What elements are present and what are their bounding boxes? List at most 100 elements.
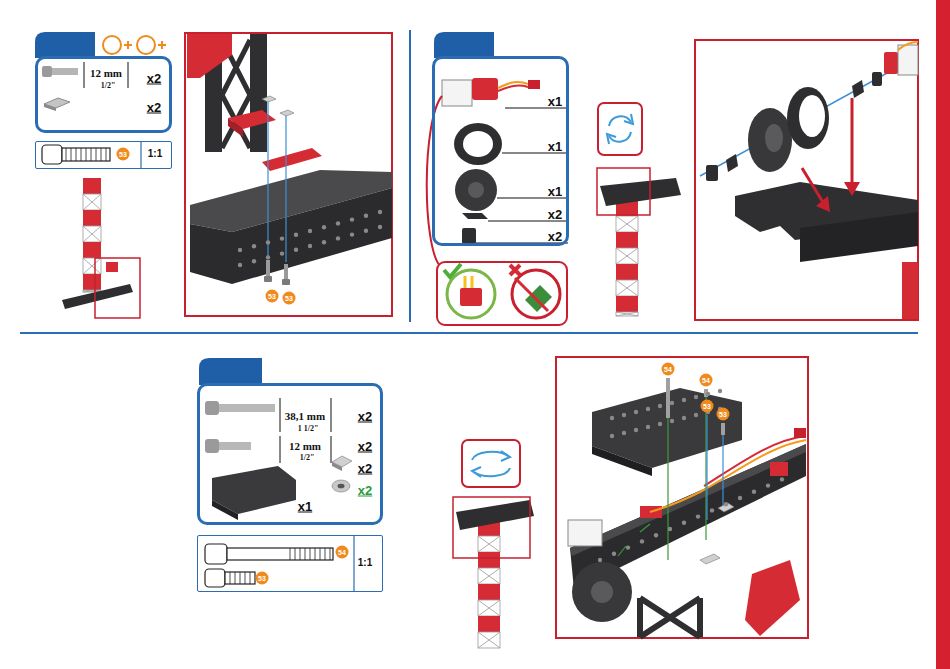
model-thumbnail [62, 284, 133, 309]
beam-holes [308, 244, 312, 248]
beam-holes [350, 217, 354, 221]
part-icons [502, 153, 568, 154]
assembly-detail [794, 428, 806, 438]
part-icons [205, 401, 219, 415]
model-thumbnail [106, 262, 118, 272]
quantity: x1 [548, 95, 562, 108]
assembly-detail [282, 279, 290, 285]
assembly-detail [898, 45, 918, 75]
assembly-detail [726, 154, 738, 172]
part-icons [230, 572, 250, 584]
scale-ratio: 1:1 [148, 149, 162, 159]
assembly-detail [704, 436, 806, 486]
model-thumbnail [616, 312, 638, 316]
beam-holes [640, 539, 644, 543]
rotate-icon [624, 114, 633, 124]
part-icons [140, 142, 141, 168]
assembly-detail [872, 72, 882, 86]
rotate-icon [501, 451, 510, 461]
beam-holes [622, 413, 626, 417]
scale-box: 54531:1 [197, 535, 383, 592]
model-thumbnail [616, 312, 638, 316]
model-thumbnail [83, 194, 101, 210]
part-icons [212, 500, 238, 520]
helper-symbols [158, 41, 166, 49]
part-icons [468, 182, 484, 198]
beam-holes [238, 263, 242, 267]
model-thumbnail [453, 497, 534, 648]
model-thumbnail [616, 296, 638, 312]
model-thumbnail [478, 632, 500, 648]
connector-check [437, 262, 567, 325]
model-thumbnail [597, 168, 681, 316]
model-thumbnail [95, 258, 140, 318]
assembly-detail [816, 196, 830, 212]
part-icons [42, 145, 62, 164]
assembly-detail [721, 423, 725, 435]
rotate-icon [607, 134, 616, 144]
assembly-detail [844, 182, 860, 196]
beam-holes [280, 236, 284, 240]
beam-holes [634, 410, 638, 414]
quantity: x2 [358, 484, 372, 497]
callout-number: 53 [701, 400, 714, 413]
assembly-detail [902, 262, 918, 319]
part-icons [463, 131, 493, 157]
model-thumbnail [83, 178, 101, 194]
beam-holes [280, 251, 284, 255]
rotate-icon [598, 103, 642, 155]
part-icons [205, 439, 219, 453]
callout-number: 53 [266, 290, 279, 303]
helper-symbols [137, 36, 155, 54]
quantity: x2 [358, 410, 372, 423]
assembly-detail [262, 148, 322, 171]
part-icons [280, 398, 331, 463]
callout-number: 54 [662, 363, 675, 376]
model-thumbnail [453, 497, 530, 558]
model-thumbnail [616, 216, 638, 232]
callout-number: 54 [336, 546, 349, 559]
model-thumbnail [83, 210, 101, 226]
model-thumbnail [616, 200, 638, 316]
model-thumbnail [600, 178, 681, 206]
model-thumbnail [616, 248, 638, 264]
model-thumbnail [478, 616, 500, 632]
connector-check [460, 288, 482, 306]
model-thumbnail [83, 258, 101, 274]
connector-check [525, 285, 552, 312]
quantity: x2 [147, 101, 161, 114]
rotate-icon [462, 440, 520, 487]
part-icons [338, 484, 345, 489]
part-icons [455, 169, 497, 211]
beam-holes [694, 395, 698, 399]
helper-symbols [103, 36, 166, 54]
page-frame [936, 0, 950, 669]
beam-holes [766, 483, 770, 487]
assembly-detail [568, 520, 602, 546]
beam-holes [252, 244, 256, 248]
dimension: 1/2" [300, 454, 315, 462]
beam-holes [350, 232, 354, 236]
part-icons [225, 572, 255, 584]
assembly-detail [802, 168, 824, 204]
model-thumbnail [83, 226, 101, 242]
beam-holes [322, 240, 326, 244]
quantity: x1 [548, 140, 562, 153]
assembly-detail [770, 462, 788, 476]
part-icons [42, 66, 52, 77]
beam-holes [646, 407, 650, 411]
part-icons [332, 480, 350, 492]
dimension: 38,1 mm [285, 411, 325, 422]
beam-holes [378, 225, 382, 229]
model-thumbnail [478, 600, 500, 616]
beam-holes [266, 240, 270, 244]
connector-check [515, 278, 548, 311]
part-icons [62, 148, 110, 161]
beam-holes [238, 210, 382, 267]
part-icons [427, 78, 568, 266]
beam-holes [654, 533, 658, 537]
assembly-detail [262, 96, 294, 116]
assembly-detail [570, 444, 806, 556]
callout-number: 54 [700, 374, 713, 387]
